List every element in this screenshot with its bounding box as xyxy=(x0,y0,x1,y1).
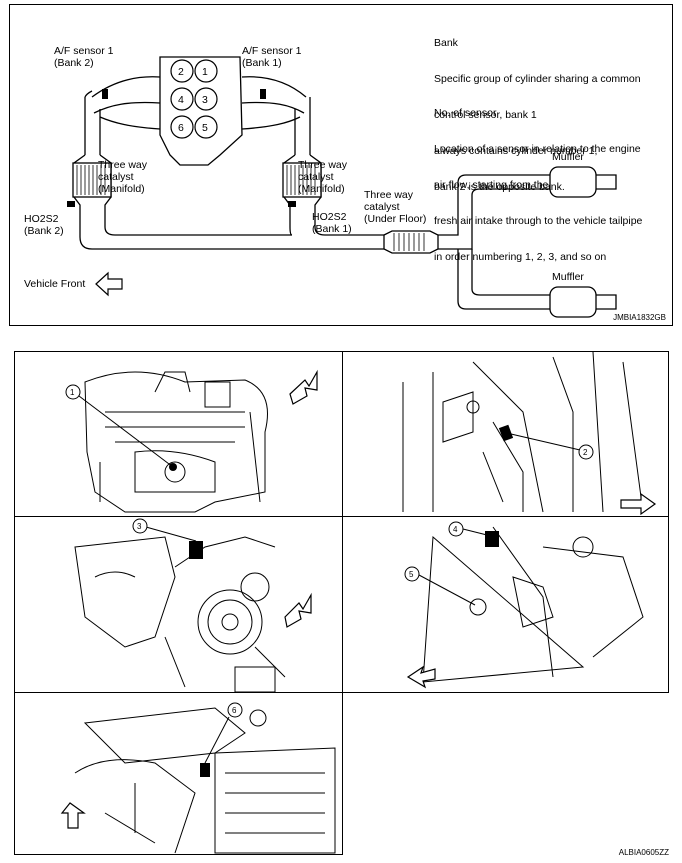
af-sensor-bank1-marker xyxy=(260,89,266,99)
ho2s2-bank1-label: HO2S2(Bank 1) xyxy=(312,211,352,235)
ho2s2-bank1-marker xyxy=(288,201,296,207)
callout-6: 6 xyxy=(232,706,237,715)
engine-front-illustration: 1 xyxy=(65,369,318,513)
ho2s2-bank2-marker xyxy=(67,201,75,207)
direction-arrow-icon xyxy=(284,592,312,628)
direction-arrow-icon xyxy=(289,369,318,405)
ho2s2-bank2-label: HO2S2(Bank 2) xyxy=(24,213,64,237)
direction-arrow-icon xyxy=(406,665,436,689)
callout-2: 2 xyxy=(583,448,588,457)
direction-arrow-right-icon xyxy=(620,492,657,516)
exhaust-schematic: 2 1 4 3 6 5 xyxy=(67,56,617,318)
callout-6-circle xyxy=(227,702,243,718)
callout-5-circle xyxy=(404,566,420,582)
vehicle-front-arrow-icon xyxy=(95,271,123,297)
figure-panel-1: 1 xyxy=(14,351,343,517)
cylinder-1: 1 xyxy=(202,66,208,78)
callout-3-circle xyxy=(132,518,148,534)
figure-panel-3: 3 xyxy=(14,516,343,693)
exhaust-system-diagram: 2 1 4 3 6 5 A/F sensor 1(Bank 2) A/F sen… xyxy=(9,4,673,326)
transmission-bracket-illustration: 4 5 xyxy=(404,521,644,689)
callout-2-circle xyxy=(578,444,594,460)
callout-1: 1 xyxy=(70,388,75,397)
af-sensor-bank1-label: A/F sensor 1(Bank 1) xyxy=(242,45,302,69)
engine-pulley-illustration: 3 xyxy=(74,518,312,692)
figure-code-top: JMBIA1832GB xyxy=(613,313,666,322)
cylinder-5: 5 xyxy=(202,122,208,134)
cylinder-2: 2 xyxy=(178,66,184,78)
callout-4: 4 xyxy=(453,525,458,534)
figure-panel-2: 2 xyxy=(342,351,669,517)
direction-arrow-up-icon xyxy=(60,802,86,829)
engine-side-illustration: 2 xyxy=(402,352,657,516)
bank-title: Bank xyxy=(434,37,458,49)
muffler-upper-label: Muffler xyxy=(552,151,584,163)
callout-3: 3 xyxy=(137,522,142,531)
figure-panel-4: 4 5 xyxy=(342,516,669,693)
cylinder-4: 4 xyxy=(178,94,184,106)
figure-code-bottom: ALBIA0605ZZ xyxy=(618,848,669,857)
underbody-illustration: 6 xyxy=(60,702,336,854)
callout-5: 5 xyxy=(409,570,414,579)
muffler-lower-label: Muffler xyxy=(552,271,584,283)
sensor-location-figures: 1 2 xyxy=(14,351,669,857)
bank-definition: Bank Specific group of cylinder sharing … xyxy=(434,37,641,193)
vehicle-front-label: Vehicle Front xyxy=(24,278,86,290)
figure-panel-5: 6 xyxy=(14,692,343,855)
cylinder-3: 3 xyxy=(202,94,208,106)
af-sensor-bank2-marker xyxy=(102,89,108,99)
callout-1-circle xyxy=(65,384,81,400)
af-sensor-bank2-label: A/F sensor 1(Bank 2) xyxy=(54,45,114,69)
sensor-number-definition: No. of sensor Location of a sensor in re… xyxy=(434,107,643,263)
sensor-title: No. of sensor xyxy=(434,107,497,119)
cylinder-6: 6 xyxy=(178,122,184,134)
